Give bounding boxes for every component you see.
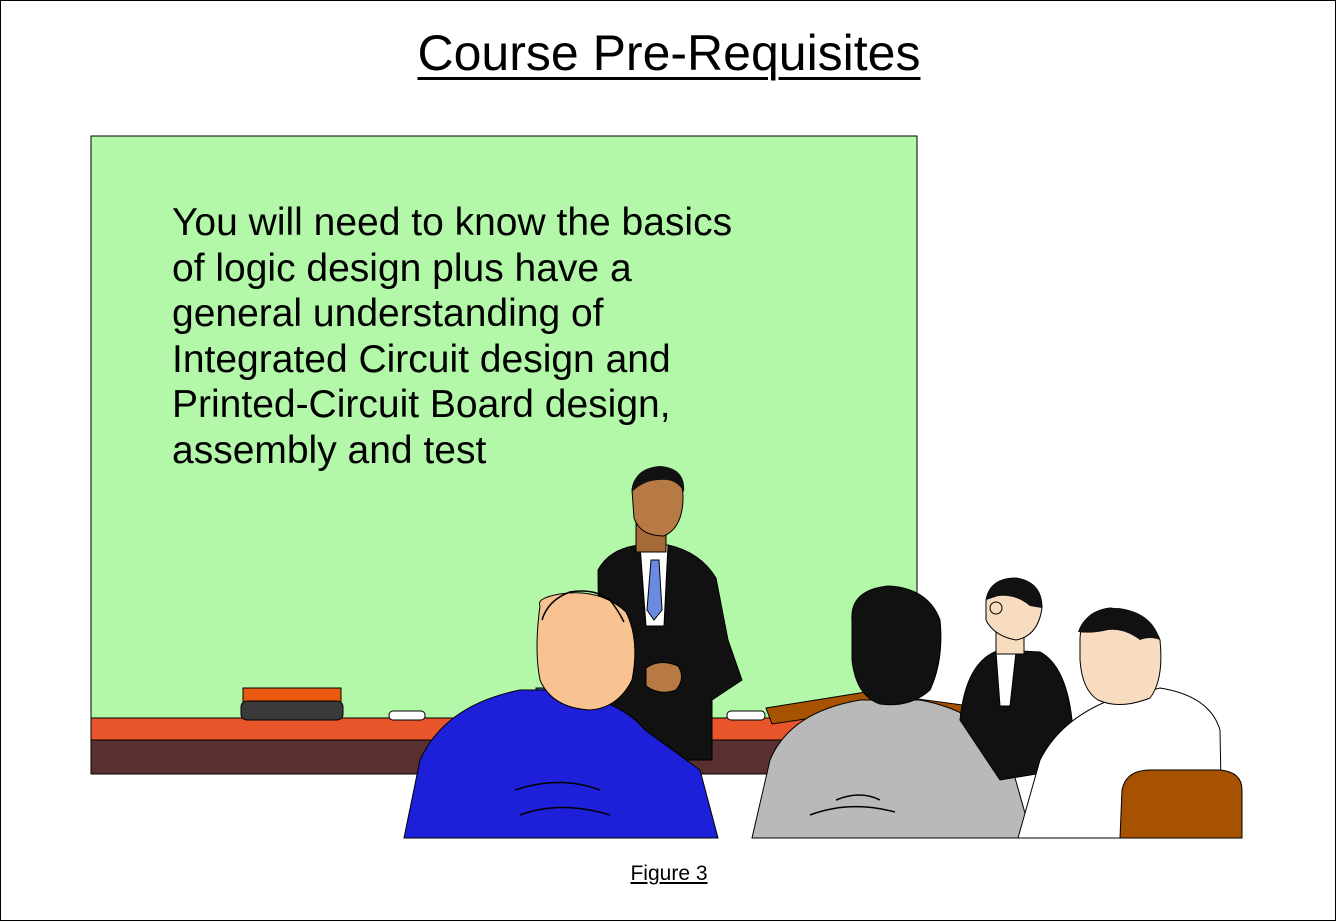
chalkboard-text: You will need to know the basics of logi… xyxy=(172,201,733,472)
figure-caption: Figure 3 xyxy=(630,862,708,885)
slide-title: Course Pre-Requisites xyxy=(417,25,921,81)
eraser-icon xyxy=(240,687,344,721)
student-middle-figure xyxy=(751,585,1033,839)
chalkboard xyxy=(90,135,918,719)
instructor-figure xyxy=(597,466,743,761)
student-left-figure xyxy=(403,590,719,839)
chalk-piece-icon xyxy=(726,710,766,721)
student-glasses-figure xyxy=(959,577,1073,781)
chalk-piece-icon xyxy=(388,710,426,721)
student-right-figure xyxy=(1017,607,1243,839)
